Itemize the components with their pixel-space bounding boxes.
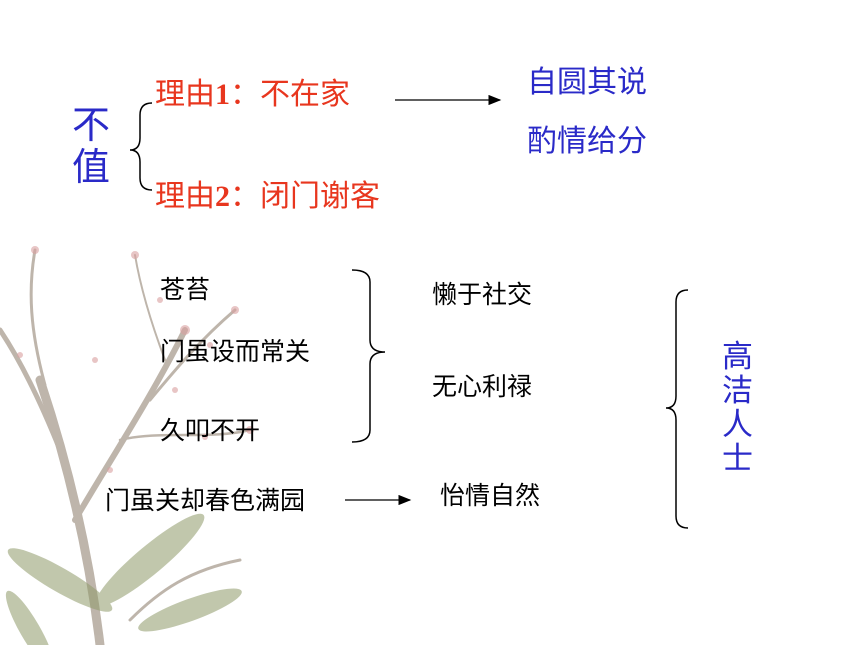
details-brace: [351, 269, 386, 443]
main-word: 不值: [72, 103, 111, 189]
conclusion-char-2: 洁: [722, 373, 753, 409]
evaluation-2: 酌情给分: [527, 124, 647, 159]
reason-2-text: ：闭门谢客: [230, 179, 380, 214]
reason-1-num: 1: [215, 78, 230, 111]
conclusion-char-1: 高: [722, 339, 753, 375]
reason-1-text: ：不在家: [230, 77, 350, 112]
garden-text: 门虽关却春色满园: [105, 486, 306, 515]
reasons-brace: [129, 102, 153, 191]
reason-1: 理由1：不在家: [155, 80, 350, 110]
reason-2-num: 2: [215, 180, 230, 213]
reason-2-label: 理由: [155, 179, 215, 214]
detail-3: 久叩不开: [160, 416, 261, 445]
trait-2: 无心利禄: [432, 372, 533, 401]
conclusion-brace: [665, 289, 689, 529]
detail-2: 门虽设而常关: [160, 337, 311, 366]
reason-1-label: 理由: [155, 77, 215, 112]
conclusion-char-4: 士: [722, 441, 753, 477]
reason-2: 理由2：闭门谢客: [155, 182, 380, 212]
detail-1: 苍苔: [160, 275, 211, 304]
conclusion-char-3: 人: [722, 407, 753, 443]
evaluation-1: 自圆其说: [527, 65, 647, 100]
garden-result: 怡情自然: [440, 481, 541, 510]
trait-1: 懒于社交: [432, 280, 533, 309]
